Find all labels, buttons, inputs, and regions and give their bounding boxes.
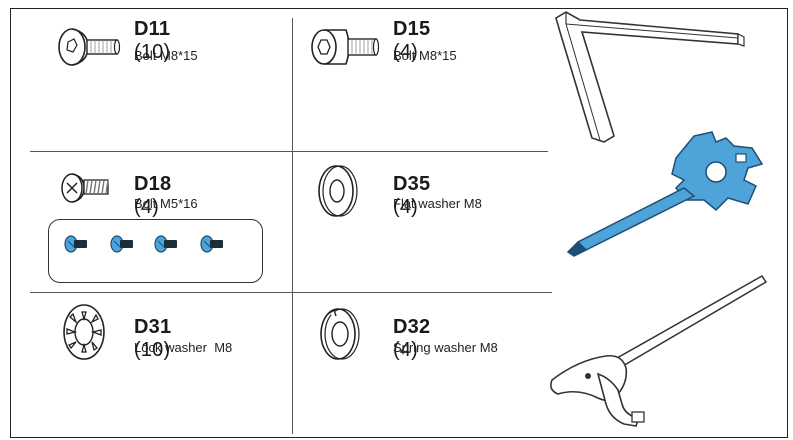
part-desc-d15: Bolt M8*15 bbox=[393, 48, 457, 63]
part-code-d11: D11 (10) bbox=[134, 18, 171, 63]
hex-key-icon bbox=[555, 11, 745, 143]
part-code-d32: D32 (4) bbox=[393, 316, 431, 361]
part-code-d18: D18 (4) bbox=[134, 173, 172, 218]
blue-screw-icon bbox=[110, 235, 133, 253]
multi-wrench-screwdriver-icon bbox=[566, 131, 764, 257]
part-desc-d18: Bolt M5*16 bbox=[134, 196, 198, 211]
button-head-bolt-icon bbox=[58, 28, 121, 66]
spring-washer-icon bbox=[320, 308, 360, 360]
part-code-d35: D35 (4) bbox=[393, 173, 431, 218]
sheet-frame bbox=[10, 8, 788, 438]
part-code-d31: D31 (10) bbox=[134, 316, 172, 361]
vertical-divider bbox=[292, 18, 293, 434]
part-desc-d11: Bolt M8*15 bbox=[134, 48, 198, 63]
t-handle-hex-key-icon bbox=[550, 275, 768, 427]
socket-head-bolt-icon bbox=[311, 29, 380, 65]
part-code-d15: D15 (4) bbox=[393, 18, 431, 63]
blue-screw-icon bbox=[200, 235, 223, 253]
lock-washer-icon bbox=[63, 304, 105, 360]
part-desc-d31: Lock washer M8 bbox=[134, 340, 233, 355]
horizontal-divider-1 bbox=[30, 151, 548, 152]
flat-washer-icon bbox=[318, 165, 358, 217]
part-desc-d32: Spring washer M8 bbox=[393, 340, 498, 355]
horizontal-divider-2 bbox=[30, 292, 552, 293]
blue-screw-icon bbox=[154, 235, 177, 253]
blue-screw-icon bbox=[64, 235, 87, 253]
part-desc-d35: Flat washer M8 bbox=[393, 196, 482, 211]
phillips-screw-icon bbox=[61, 173, 109, 203]
screw-sample-callout bbox=[48, 219, 263, 283]
